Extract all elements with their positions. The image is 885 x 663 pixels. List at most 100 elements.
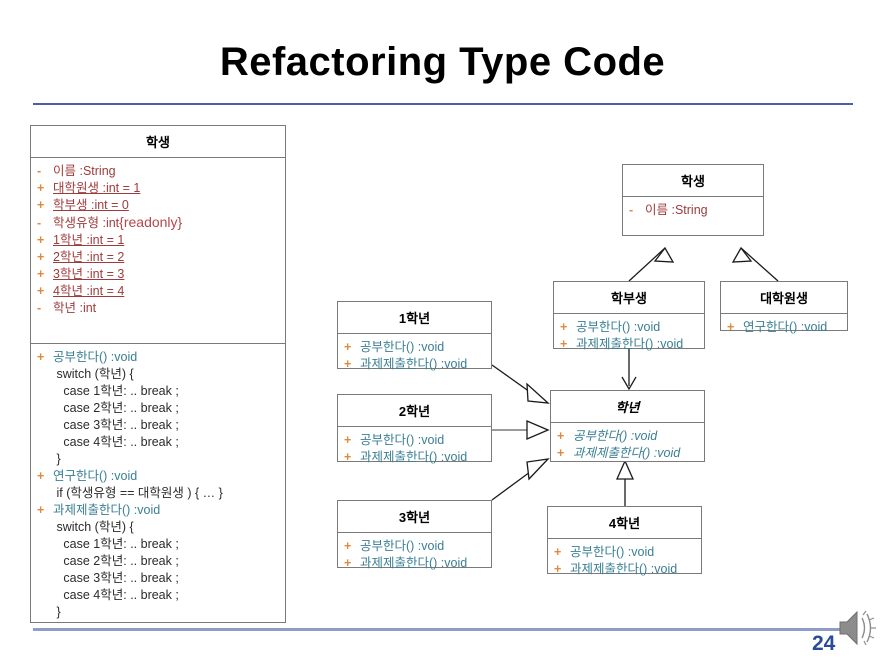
- operation-text: 공부한다() :void: [360, 433, 445, 447]
- operation-body-line: switch (학년) {: [53, 367, 134, 381]
- operation-text: 공부한다() :void: [573, 429, 658, 443]
- class-box-year3: 3학년 + 공부한다() :void + 과제제출한다() :void: [337, 500, 492, 570]
- attributes-compartment: -이름 :String: [623, 197, 763, 224]
- class-name: 4학년: [548, 507, 701, 539]
- operation-row: + 과제제출한다() :void: [560, 336, 700, 353]
- hollow-triangle-arrowhead: [526, 382, 550, 404]
- operation-row: +연구한다() :void: [37, 468, 281, 485]
- operation-body-line: case 3학년: .. break ;: [53, 571, 179, 585]
- attribute-text: 학부생 :int = 0: [53, 198, 129, 212]
- class-box-student: 학생 -이름 :String: [622, 164, 764, 236]
- visibility-marker: +: [554, 562, 562, 576]
- visibility-marker: -: [629, 203, 634, 217]
- attribute-text: 학생유형 :int: [53, 216, 120, 230]
- generalization-grad-student: [740, 247, 779, 282]
- operation-row: +과제제출한다() :void: [557, 445, 700, 462]
- visibility-marker: +: [344, 433, 352, 447]
- operation-text: 공부한다() :void: [570, 545, 655, 559]
- attribute-text: 이름 :String: [53, 164, 116, 178]
- operation-text: 과제제출한다() :void: [53, 503, 161, 517]
- attribute-text: 3학년 :int = 3: [53, 267, 125, 281]
- visibility-marker: +: [37, 350, 45, 364]
- attribute-row: -학생유형 :int{readonly}: [37, 214, 281, 232]
- operation-body-line: case 3학년: .. break ;: [53, 418, 179, 432]
- attribute-row: +3학년 :int = 3: [37, 266, 281, 283]
- operations-compartment: +공부한다() :void + 과제제출한다() :void: [548, 539, 701, 583]
- operations-compartment: +연구한다() :void: [721, 314, 847, 341]
- visibility-marker: +: [37, 469, 45, 483]
- visibility-marker: +: [37, 181, 45, 195]
- visibility-marker: +: [560, 320, 568, 334]
- class-box-year1: 1학년 +공부한다() :void +과제제출한다() :void: [337, 301, 492, 371]
- attribute-row: +2학년 :int = 2: [37, 249, 281, 266]
- page-number: 24: [812, 632, 836, 655]
- operation-row: + 공부한다() :void: [344, 538, 487, 555]
- attribute-row: -이름 :String: [37, 163, 281, 180]
- attribute-row: -이름 :String: [629, 202, 759, 219]
- operations-compartment: +공부한다() :void switch (학년) { case 1학년: ..…: [31, 344, 285, 626]
- hollow-triangle-arrowhead: [731, 246, 753, 263]
- operation-body-line: case 2학년: .. break ;: [53, 401, 179, 415]
- operation-body-line: case 2학년: .. break ;: [53, 554, 179, 568]
- attribute-text: 대학원생 :int = 1: [53, 181, 141, 195]
- visibility-marker: +: [37, 233, 45, 247]
- visibility-marker: +: [37, 198, 45, 212]
- operation-row: +과제제출한다() :void: [37, 502, 281, 519]
- operation-body-line: case 1학년: .. break ;: [53, 384, 179, 398]
- operation-body-line: }: [53, 452, 61, 466]
- visibility-marker: +: [37, 284, 45, 298]
- class-name: 학생: [31, 126, 285, 158]
- footer-divider: [33, 628, 853, 631]
- class-box-student-before: 학생 -이름 :String +대학원생 :int = 1 +학부생 :int …: [30, 125, 286, 623]
- operation-text: 과제제출한다() :void: [576, 337, 684, 351]
- operation-text: 과제제출한다() :void: [570, 562, 678, 576]
- class-box-year2: 2학년 +공부한다() :void +과제제출한다() :void: [337, 394, 492, 464]
- visibility-marker: -: [37, 216, 42, 230]
- visibility-marker: +: [560, 337, 568, 351]
- operation-body-line: case 4학년: .. break ;: [53, 588, 179, 602]
- class-box-grade-abstract: 학년 + 공부한다() :void +과제제출한다() :void: [550, 390, 705, 462]
- hollow-triangle-arrowhead: [526, 420, 550, 440]
- speaker-icon[interactable]: [836, 606, 882, 650]
- class-box-graduate: 대학원생 +연구한다() :void: [720, 281, 848, 334]
- operation-row: +공부한다() :void: [37, 349, 281, 366]
- operation-body-line: case 1학년: .. break ;: [53, 537, 179, 551]
- visibility-marker: +: [344, 340, 352, 354]
- operation-row: +공부한다() :void: [554, 544, 697, 561]
- operation-row: + 공부한다() :void: [344, 339, 487, 356]
- generalization-year3-grade: [491, 471, 531, 501]
- attributes-compartment: -이름 :String +대학원생 :int = 1 +학부생 :int = 0…: [31, 158, 285, 344]
- title-divider: [33, 103, 853, 105]
- operation-row: + 공부한다() :void: [557, 428, 700, 445]
- class-name: 3학년: [338, 501, 491, 533]
- operations-compartment: +공부한다() :void +과제제출한다() :void: [338, 427, 491, 471]
- operation-row: + 공부한다() :void: [344, 432, 487, 449]
- operation-text: 공부한다() :void: [360, 340, 445, 354]
- attribute-text: 1학년 :int = 1: [53, 233, 125, 247]
- class-name: 학부생: [554, 282, 704, 314]
- attribute-text: 4학년 :int = 4: [53, 284, 125, 298]
- visibility-marker: +: [344, 556, 352, 570]
- operations-compartment: + 공부한다() :void + 과제제출한다() :void: [554, 314, 704, 358]
- operation-row: +과제제출한다() :void: [344, 356, 487, 373]
- attribute-row: +4학년 :int = 4: [37, 283, 281, 300]
- operation-text: 공부한다() :void: [360, 539, 445, 553]
- operation-text: 과제제출한다() :void: [360, 556, 468, 570]
- class-name: 2학년: [338, 395, 491, 427]
- open-arrowhead: [621, 376, 637, 391]
- class-name: 학년: [551, 391, 704, 423]
- operation-row: + 과제제출한다() :void: [344, 555, 487, 572]
- readonly-constraint: {readonly}: [119, 214, 183, 230]
- hollow-triangle-arrowhead: [526, 458, 550, 481]
- visibility-marker: +: [37, 250, 45, 264]
- attribute-row: -학년 :int: [37, 300, 281, 317]
- visibility-marker: +: [344, 539, 352, 553]
- class-box-undergraduate: 학부생 + 공부한다() :void + 과제제출한다() :void: [553, 281, 705, 351]
- visibility-marker: +: [344, 450, 352, 464]
- operation-text: 공부한다() :void: [576, 320, 661, 334]
- operation-body-line: }: [53, 605, 61, 619]
- attribute-text: 이름 :String: [645, 203, 708, 217]
- visibility-marker: +: [557, 429, 565, 443]
- operation-body-line: switch (학년) {: [53, 520, 134, 534]
- visibility-marker: +: [344, 357, 352, 371]
